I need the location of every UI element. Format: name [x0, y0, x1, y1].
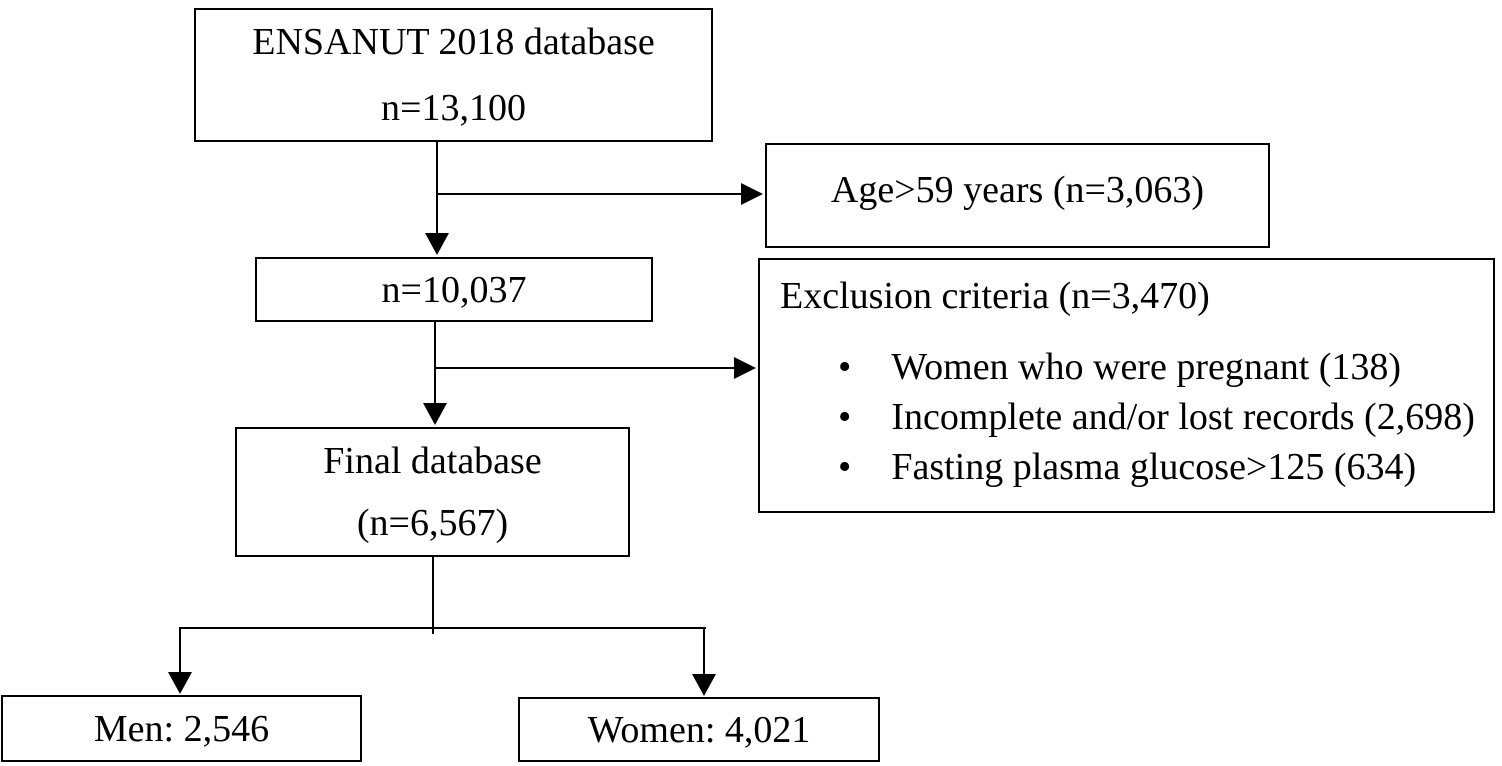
- arrowhead-down-icon: [168, 672, 192, 694]
- after-age-exclusion-box: n=10,037: [255, 257, 653, 322]
- ensanut-database-count: n=13,100: [381, 87, 526, 129]
- exclusion-item-incomplete-records: Incomplete and/or lost records (2,698): [891, 396, 1475, 438]
- list-item: • Incomplete and/or lost records (2,698): [760, 392, 1493, 442]
- women-count-label: Women: 4,021: [587, 708, 811, 751]
- women-count-box: Women: 4,021: [518, 697, 880, 762]
- exclusion-criteria-list: • Women who were pregnant (138) • Incomp…: [760, 342, 1493, 492]
- final-database-label: Final database: [323, 440, 542, 482]
- connector-drop-to-men: [179, 627, 181, 672]
- exclusion-criteria-box: Exclusion criteria (n=3,470) • Women who…: [758, 258, 1495, 513]
- ensanut-database-label: ENSANUT 2018 database: [252, 21, 655, 63]
- connector-drop-to-women: [703, 627, 705, 674]
- bullet-icon: •: [838, 446, 852, 488]
- final-database-box: Final database (n=6,567): [235, 427, 630, 557]
- arrowhead-down-icon: [692, 674, 716, 696]
- ensanut-database-box: ENSANUT 2018 database n=13,100: [194, 8, 713, 142]
- list-item: • Fasting plasma glucose>125 (634): [760, 442, 1493, 492]
- bullet-icon: •: [838, 396, 852, 438]
- exclusion-item-pregnant: Women who were pregnant (138): [891, 346, 1402, 388]
- exclusion-criteria-title: Exclusion criteria (n=3,470): [780, 275, 1210, 317]
- connector-branch-to-age-exclusion: [437, 193, 742, 195]
- arrowhead-down-icon: [423, 403, 447, 425]
- final-database-count: (n=6,567): [356, 502, 509, 544]
- bullet-icon: •: [838, 346, 852, 388]
- arrowhead-right-icon: [734, 357, 756, 379]
- list-item: • Women who were pregnant (138): [760, 342, 1493, 392]
- arrowhead-right-icon: [741, 183, 763, 205]
- men-count-box: Men: 2,546: [1, 695, 362, 762]
- arrowhead-down-icon: [425, 233, 449, 255]
- men-count-label: Men: 2,546: [93, 707, 270, 750]
- age-exclusion-label: Age>59 years (n=3,063): [830, 168, 1205, 211]
- connector-n10037-to-final: [434, 322, 436, 404]
- after-age-exclusion-count: n=10,037: [381, 268, 527, 311]
- connector-branch-to-exclusion-criteria: [435, 367, 735, 369]
- connector-source-to-n10037: [436, 142, 438, 234]
- connector-split-bar: [179, 627, 706, 629]
- age-exclusion-box: Age>59 years (n=3,063): [765, 143, 1270, 248]
- exclusion-item-fasting-glucose: Fasting plasma glucose>125 (634): [891, 446, 1417, 488]
- connector-final-stem: [432, 557, 434, 634]
